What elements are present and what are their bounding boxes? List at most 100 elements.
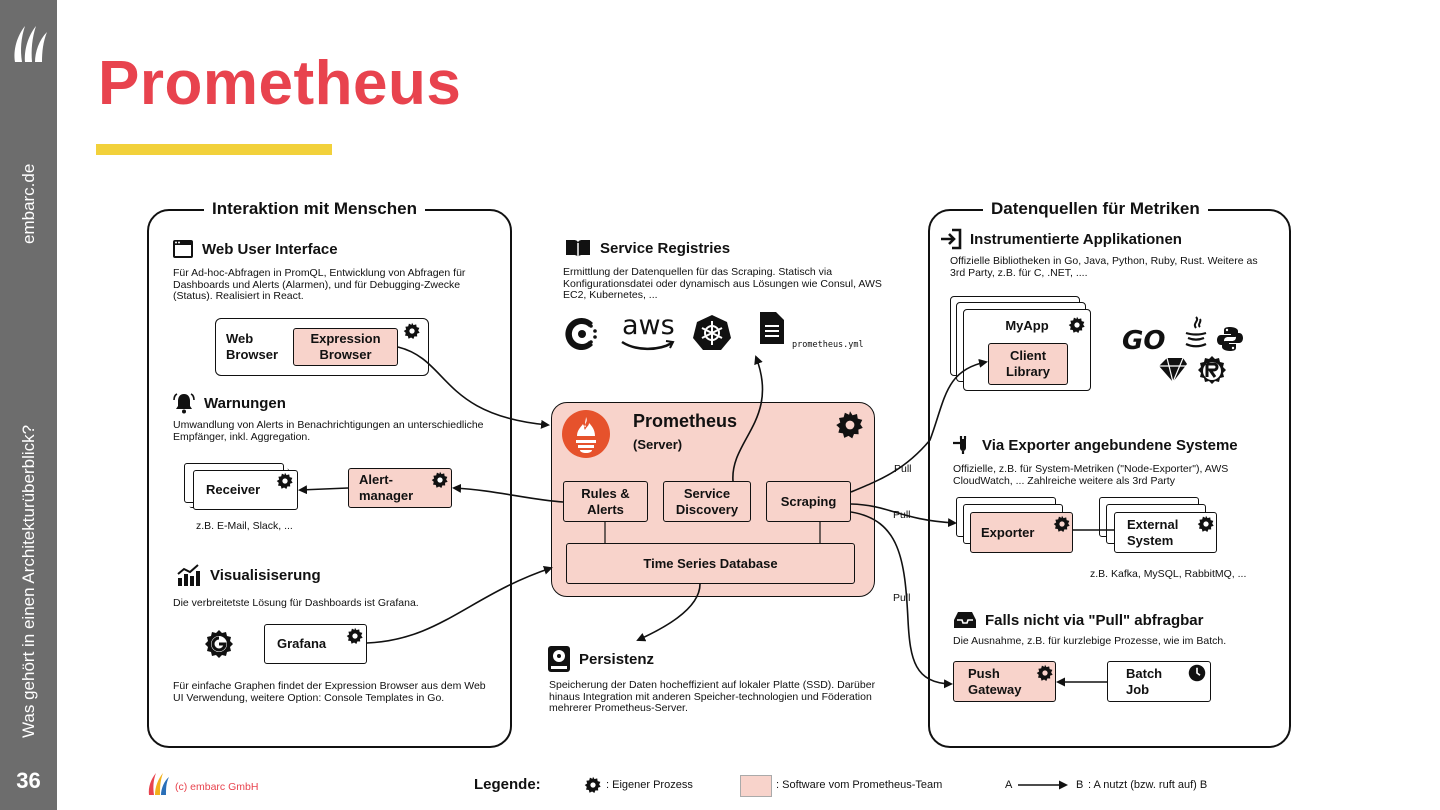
rules-alerts-box: Rules & Alerts [563, 481, 648, 522]
hard-drive-icon [548, 646, 570, 672]
web-ui-text: Für Ad-hoc-Abfragen in PromQL, Entwicklu… [173, 267, 466, 302]
persistence-heading: Persistenz [547, 645, 654, 673]
receiver-examples: z.B. E-Mail, Slack, ... [196, 520, 293, 532]
web-ui-heading: Web User Interface [172, 239, 338, 259]
gear-icon [584, 776, 601, 794]
inbox-icon [954, 612, 976, 628]
client-library-label: Client Library [1005, 348, 1051, 379]
expression-browser-label: Expression Browser [310, 331, 381, 362]
persistence-text: Speicherung der Daten hocheffizient auf … [549, 679, 876, 714]
expression-browser-box: Expression Browser [293, 328, 398, 366]
right-panel-title: Datenquellen für Metriken [983, 199, 1208, 219]
batch-job-box: Batch Job [1107, 661, 1211, 702]
title-underline [96, 144, 332, 155]
gear-icon [1068, 316, 1085, 334]
service-discovery-box: Service Discovery [663, 481, 751, 522]
gear-icon [431, 471, 448, 489]
legend-team-software: : Software vom Prometheus-Team [776, 779, 943, 791]
web-ui-heading-text: Web User Interface [202, 240, 338, 258]
alertmanager-label: Alert-manager [359, 472, 414, 503]
prometheus-logo-icon [562, 410, 610, 458]
warnings-heading: Warnungen [172, 392, 286, 414]
visualization-text: Die verbreitetste Lösung für Dashboards … [173, 597, 419, 609]
book-icon [566, 240, 590, 258]
gear-icon [403, 322, 420, 340]
pull-label: Pull [893, 509, 911, 521]
instrumented-heading-text: Instrumentierte Applikationen [970, 230, 1182, 248]
java-logo-icon [1185, 316, 1207, 348]
tsdb-box: Time Series Database [566, 543, 855, 584]
go-logo: GO [1122, 326, 1166, 356]
exporter-heading: Via Exporter angebundene Systeme [952, 435, 1238, 455]
exporter-label: Exporter [981, 524, 1035, 540]
service-discovery-label: Service Discovery [675, 485, 739, 517]
external-system-label: External System [1127, 516, 1179, 548]
registries-heading-text: Service Registries [600, 239, 731, 257]
legend-label: Legende: [474, 776, 541, 793]
page-number: 36 [16, 768, 41, 793]
legend-arrow-text: : A nutzt (bzw. ruft auf) B [1088, 779, 1208, 791]
embarc-footer-logo-icon [148, 773, 169, 795]
legend-own-process: : Eigener Prozess [606, 779, 693, 791]
rules-alerts-label: Rules & Alerts [581, 485, 630, 517]
gear-icon [276, 472, 293, 490]
plug-icon [953, 436, 967, 454]
exporter-text: Offizielle, z.B. für System-Metriken ("N… [953, 463, 1229, 487]
visualization-heading-text: Visualisiserung [210, 566, 321, 584]
instrumented-text: Offizielle Bibliotheken in Go, Java, Pyt… [950, 255, 1258, 279]
push-gateway-box: Push Gateway [953, 661, 1056, 702]
embarc-logo-icon [14, 26, 47, 62]
browser-window-icon [173, 240, 193, 258]
client-library-box: Client Library [988, 343, 1068, 385]
chart-icon [177, 564, 200, 586]
batch-job-label: Batch Job [1126, 665, 1163, 697]
grafana-box: Grafana [264, 624, 367, 664]
pull-label: Pull [894, 463, 912, 475]
instrumented-heading: Instrumentierte Applikationen [940, 228, 1182, 250]
server-subtitle: (Server) [633, 437, 683, 452]
myapp-label: MyApp [1005, 318, 1049, 333]
legend-pink-swatch [740, 775, 772, 797]
gear-icon [836, 411, 863, 439]
file-icon [760, 312, 784, 344]
server-title: Prometheus [633, 411, 738, 431]
left-panel-title: Interaktion mit Menschen [204, 199, 425, 219]
chapter-label: Was gehört in einen Architekturüberblick… [19, 424, 38, 738]
registries-heading: Service Registries [564, 237, 730, 259]
gear-icon [346, 627, 363, 645]
push-heading-text: Falls nicht via "Pull" abfragbar [985, 611, 1204, 629]
aws-smile-icon [621, 340, 675, 351]
rust-logo-icon [1198, 356, 1226, 384]
exporter-examples: z.B. Kafka, MySQL, RabbitMQ, ... [1090, 568, 1247, 580]
warnings-heading-text: Warnungen [204, 394, 286, 412]
receiver-label: Receiver [206, 482, 261, 497]
sign-in-icon [941, 228, 962, 250]
site-label: embarc.de [19, 163, 38, 244]
visualization-footnote: Für einfache Graphen findet der Expressi… [173, 680, 486, 704]
kubernetes-logo-icon [693, 315, 731, 350]
page-title: Prometheus [98, 49, 462, 118]
gear-icon [1036, 664, 1053, 682]
scraping-box: Scraping [766, 481, 851, 522]
sidebar: embarc.de Was gehört in einen Architektu… [0, 0, 57, 810]
grafana-label: Grafana [277, 636, 327, 651]
python-logo-icon [1217, 327, 1243, 351]
gear-icon [1053, 515, 1070, 533]
bell-icon [173, 393, 195, 414]
visualization-heading: Visualisiserung [176, 564, 321, 586]
clock-icon [1188, 664, 1206, 682]
config-file-label: prometheus.yml [792, 340, 864, 350]
registries-text: Ermittlung der Datenquellen für das Scra… [563, 266, 882, 301]
exporter-heading-text: Via Exporter angebundene Systeme [982, 436, 1238, 454]
aws-logo: aws [622, 310, 675, 341]
legend-b: B [1076, 779, 1084, 791]
web-browser-label: Web Browser [226, 331, 279, 362]
ruby-logo-icon [1159, 357, 1187, 383]
legend-a: A [1005, 779, 1013, 791]
push-text: Die Ausnahme, z.B. für kurzlebige Prozes… [953, 635, 1227, 647]
push-heading: Falls nicht via "Pull" abfragbar [953, 610, 1203, 630]
warnings-text: Umwandlung von Alerts in Benachrichtigun… [173, 419, 484, 443]
persistence-heading-text: Persistenz [579, 650, 655, 668]
push-gateway-label: Push Gateway [968, 665, 1022, 697]
gear-icon [1197, 515, 1214, 533]
